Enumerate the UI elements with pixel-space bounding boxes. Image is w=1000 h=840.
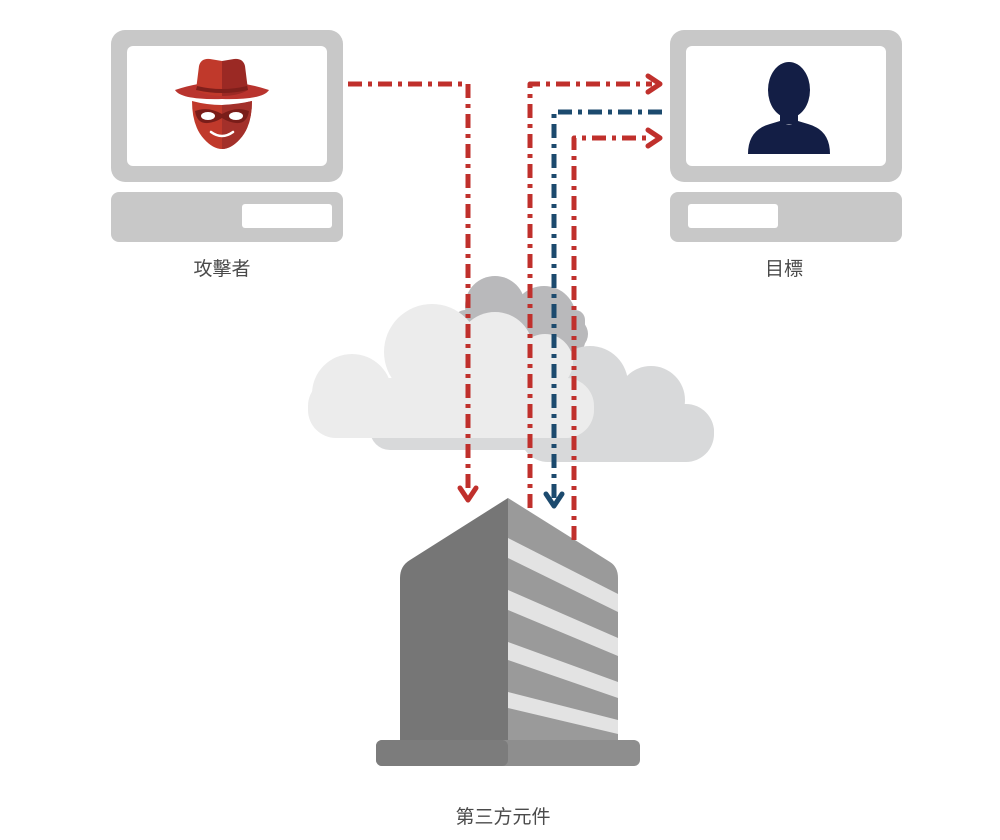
arrowhead-down-third-party-blue <box>543 491 565 509</box>
arrowhead-right-target-red-1 <box>645 73 663 95</box>
person-icon <box>748 62 830 154</box>
flow-attacker-to-third-party <box>348 81 471 492</box>
building-icon <box>376 498 640 766</box>
target-label: 目標 <box>764 258 804 280</box>
third-party-label: 第三方元件 <box>455 806 551 828</box>
flow-third-party-to-target-2 <box>571 135 652 540</box>
hacker-icon <box>175 58 269 149</box>
arrowhead-down-third-party-red <box>457 485 479 503</box>
target-keyboard-key <box>688 204 778 228</box>
attacker-keyboard-key <box>242 204 332 228</box>
flow-third-party-to-target-1 <box>527 81 652 508</box>
cloud-icon <box>308 276 714 462</box>
arrowhead-right-target-red-2 <box>645 127 663 149</box>
flow-target-to-third-party <box>551 109 662 498</box>
attacker-label: 攻擊者 <box>193 258 251 280</box>
